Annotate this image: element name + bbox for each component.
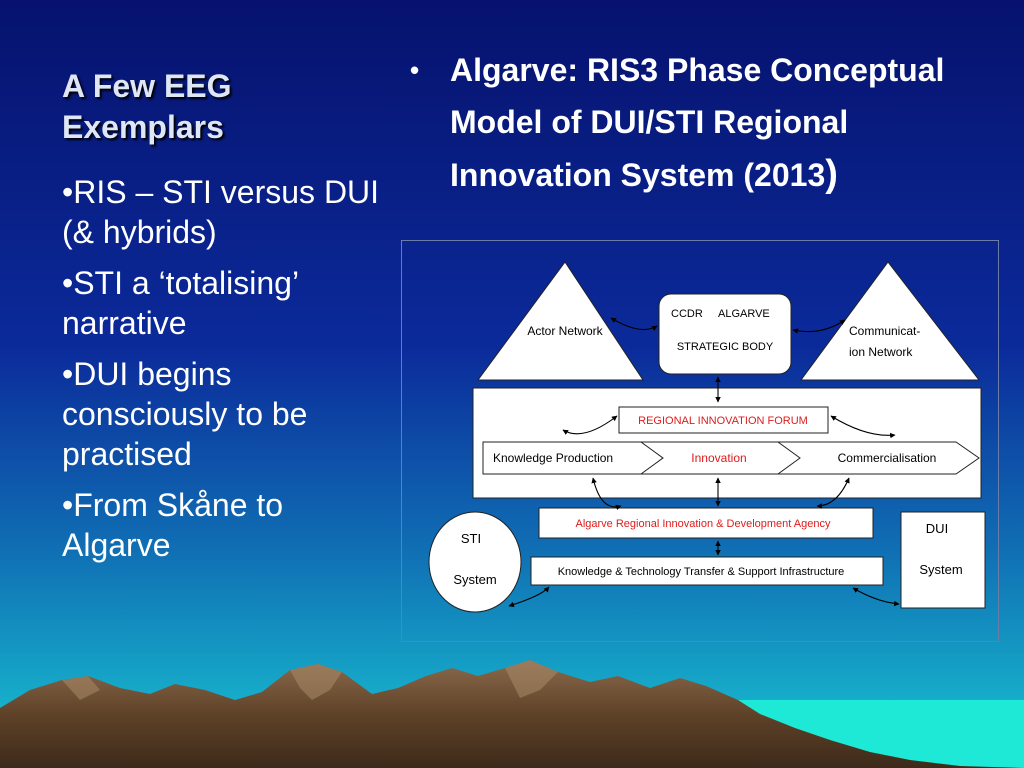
agency-label: Algarve Regional Innovation & Developmen… bbox=[576, 518, 831, 530]
dui-label-line2: System bbox=[919, 562, 962, 577]
ccdr-label: CCDR bbox=[671, 308, 703, 320]
bullet-marker: • bbox=[410, 55, 420, 85]
communication-network-triangle bbox=[800, 261, 981, 381]
dui-system-box bbox=[900, 511, 986, 609]
agency-box bbox=[538, 507, 874, 539]
commercialisation-chevron bbox=[776, 441, 980, 475]
communication-label-line1: Communicat- bbox=[849, 324, 920, 338]
arrow-infra-dui bbox=[852, 587, 900, 607]
arrow-actor-ccdr bbox=[610, 317, 658, 331]
actor-network-triangle bbox=[477, 261, 644, 381]
bullet-list: •RIS – STI versus DUI (& hybrids) •STI a… bbox=[62, 172, 392, 576]
connector-arrows bbox=[508, 317, 900, 608]
arrow-ccdr-comm bbox=[792, 319, 846, 334]
algarve-label: ALGARVE bbox=[718, 308, 770, 320]
infrastructure-box bbox=[530, 556, 884, 586]
actor-network-label: Actor Network bbox=[527, 324, 603, 338]
forum-label: REGIONAL INNOVATION FORUM bbox=[638, 415, 808, 427]
slide-title: A Few EEG Exemplars bbox=[62, 66, 362, 148]
sti-system-ellipse bbox=[428, 511, 522, 613]
forum-box bbox=[618, 406, 829, 434]
strategic-body-label: STRATEGIC BODY bbox=[677, 341, 774, 353]
bullet-item: •STI a ‘totalising’ narrative bbox=[62, 265, 298, 341]
sti-label-line1: STI bbox=[461, 531, 481, 546]
arrow-kp-agency bbox=[591, 477, 622, 511]
diagram-frame bbox=[401, 240, 999, 642]
communication-label-line2: ion Network bbox=[849, 345, 913, 359]
arrow-comm-agency bbox=[816, 477, 850, 509]
arrow-forum-left bbox=[562, 415, 618, 435]
innovation-label: Innovation bbox=[691, 451, 746, 465]
title-line-2: Exemplars bbox=[62, 109, 224, 145]
arrow-sti-infra bbox=[508, 586, 550, 608]
diagram-heading-text: Algarve: RIS3 Phase Conceptual Model of … bbox=[450, 52, 945, 193]
title-line-1: A Few EEG bbox=[62, 68, 232, 104]
arrow-forum-right bbox=[830, 415, 896, 439]
knowledge-production-label: Knowledge Production bbox=[493, 451, 613, 465]
bullet-item: •RIS – STI versus DUI (& hybrids) bbox=[62, 174, 380, 250]
sti-label-line2: System bbox=[453, 572, 496, 587]
infrastructure-label: Knowledge & Technology Transfer & Suppor… bbox=[558, 566, 845, 578]
ccdr-strategic-body-box bbox=[658, 293, 792, 375]
mountains bbox=[0, 660, 1024, 768]
bullet-item: •From Skåne to Algarve bbox=[62, 487, 284, 563]
ris-conceptual-model-diagram: Actor Network CCDR ALGARVE STRATEGIC BOD… bbox=[428, 261, 986, 613]
bullet-item: •DUI begins consciously to be practised bbox=[62, 356, 308, 472]
diagram-heading-paren: ) bbox=[825, 153, 838, 195]
commercialisation-label: Commercialisation bbox=[838, 451, 937, 465]
dui-label-line1: DUI bbox=[926, 521, 948, 536]
